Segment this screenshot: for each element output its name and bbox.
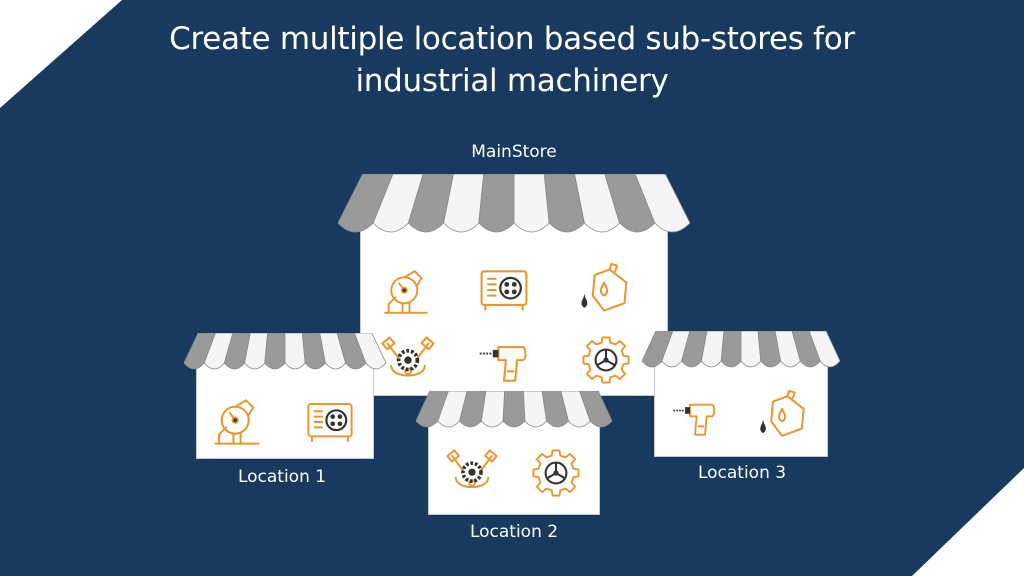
awning-stripe: [354, 333, 386, 370]
main-store-awning: [338, 174, 690, 233]
location-2-awning: [416, 391, 612, 428]
location-2-label: Location 2: [469, 522, 559, 542]
awning-stripe: [740, 331, 762, 368]
awning-stripe: [720, 331, 742, 368]
top-left-corner: [0, 0, 122, 108]
awning-stripe: [808, 331, 840, 368]
location-1-label: Location 1: [237, 467, 327, 487]
awning-stripe: [502, 391, 526, 428]
location-3-body: [654, 361, 828, 457]
location-2-body: [428, 421, 600, 515]
oil-can-icon: [576, 262, 632, 318]
awning-stripe: [264, 333, 286, 370]
location-3-label: Location 3: [697, 463, 787, 483]
engine-icon: [380, 334, 436, 390]
main-store: [338, 174, 690, 398]
drill-icon: [476, 334, 532, 390]
main-store-label: MainStore: [471, 142, 557, 162]
awning-stripe: [480, 391, 506, 428]
awning-stripe: [513, 174, 550, 233]
location-1-awning: [184, 333, 386, 370]
awning-stripe: [579, 391, 612, 428]
gear-wheel-icon: [580, 334, 632, 386]
drill-icon: [668, 393, 722, 443]
location-3-awning: [642, 331, 840, 368]
title-line-1: Create multiple location based sub-store…: [169, 21, 855, 57]
saw-icon: [380, 266, 432, 318]
oil-can-icon: [754, 389, 810, 443]
gear-wheel-icon: [530, 447, 582, 499]
saw-icon: [210, 395, 264, 449]
generator-icon: [302, 395, 358, 449]
awning-stripe: [284, 333, 306, 370]
slide-title: Create multiple location based sub-store…: [112, 18, 912, 102]
title-line-2: industrial machinery: [355, 63, 669, 99]
engine-icon: [444, 447, 500, 501]
awning-stripe: [634, 174, 690, 233]
generator-icon: [476, 262, 532, 318]
bottom-right-corner: [912, 468, 1024, 576]
location-3-store: [642, 331, 840, 459]
location-2-store: [416, 391, 612, 517]
location-1-store: [184, 333, 386, 461]
awning-stripe: [478, 174, 515, 233]
